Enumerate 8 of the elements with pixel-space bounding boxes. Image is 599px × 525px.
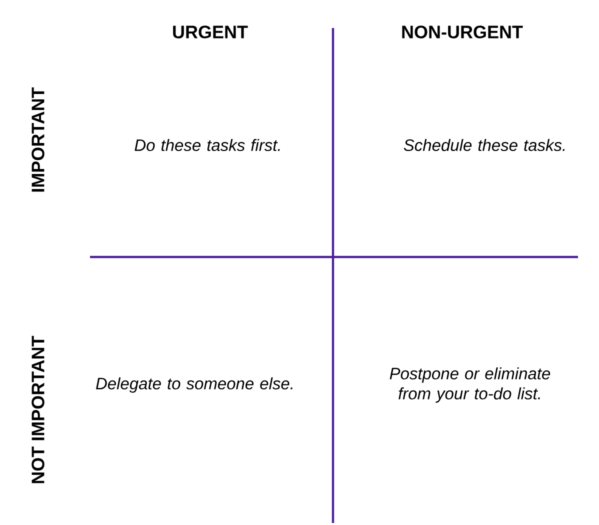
axis-heading: URGENT [173, 26, 248, 38]
axis-heading: NOT IMPORTANT [32, 336, 44, 484]
axis-heading: NON-URGENT [402, 26, 523, 38]
quadrant-text: Delegate to someone else. [96, 377, 292, 393]
quadrant-text: Schedule these tasks. [404, 138, 565, 152]
axis-heading: IMPORTANT [32, 87, 44, 192]
quadrant-text: Postpone or eliminate from your to-do list. [390, 367, 550, 403]
quadrant-text: Do these tasks first. [134, 138, 280, 152]
